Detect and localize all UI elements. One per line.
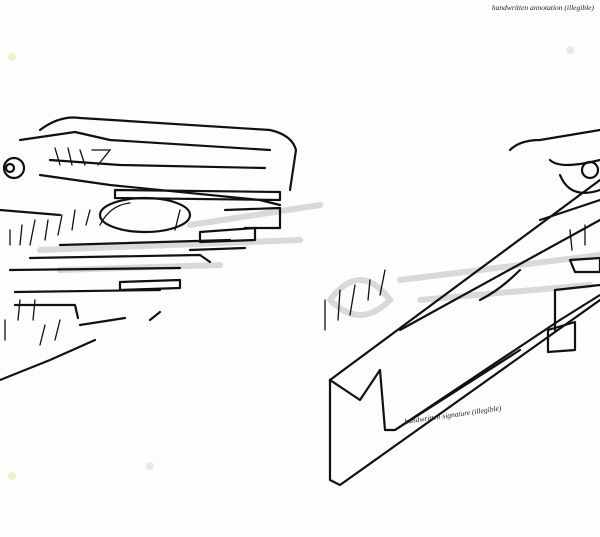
watermark — [37, 202, 600, 318]
left-object — [0, 116, 298, 382]
handwritten-note: handwritten annotation (illegible) — [491, 3, 594, 12]
right-object — [324, 128, 600, 487]
pin-marks — [8, 46, 574, 480]
